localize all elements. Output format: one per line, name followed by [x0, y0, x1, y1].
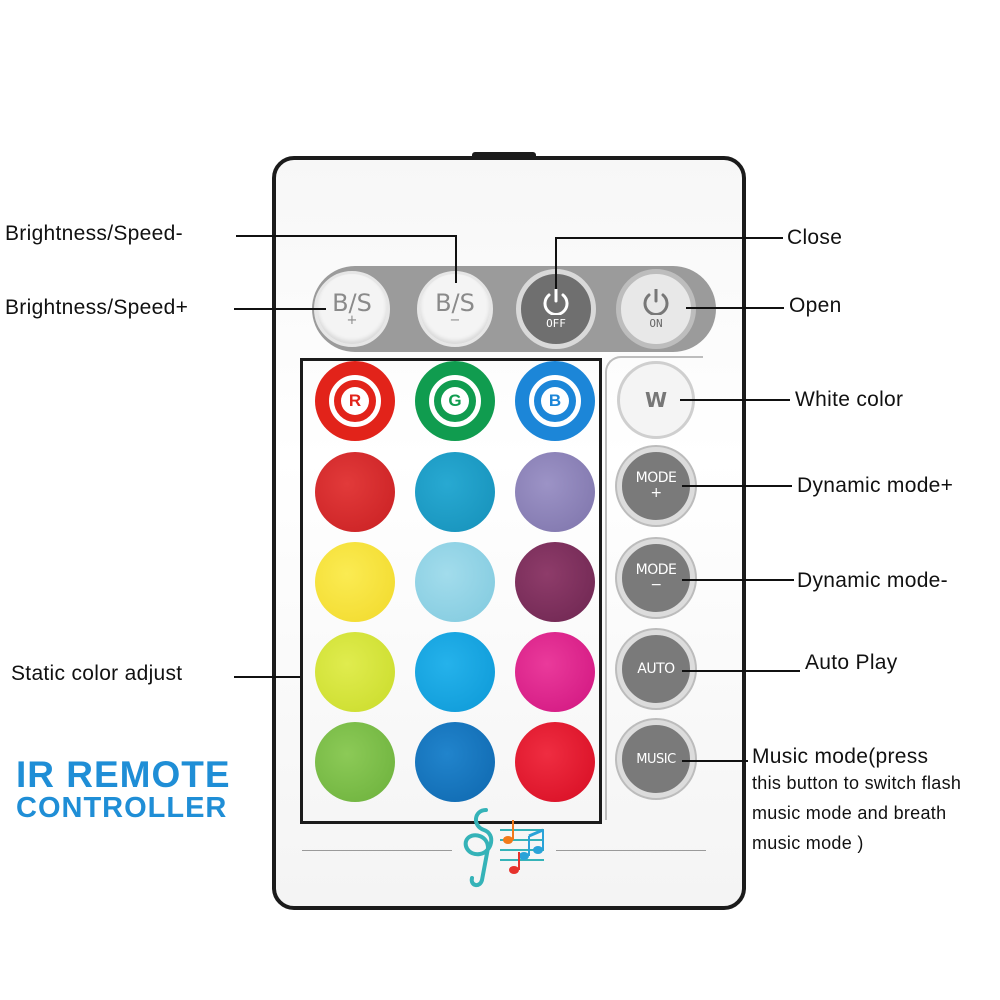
mode-minus-sign: − — [650, 577, 662, 593]
mode-plus-label: MODE — [635, 470, 677, 486]
bs-plus-label: B/S — [332, 289, 372, 317]
music-label: MUSIC — [636, 751, 676, 767]
brightness-speed-plus-button[interactable]: B/S + — [314, 271, 390, 347]
label-bs-minus: Brightness/Speed- — [5, 222, 183, 245]
label-music-3: music mode and breath — [752, 803, 947, 823]
label-bs-plus: Brightness/Speed+ — [5, 296, 189, 319]
callout-bs-minus-v — [455, 235, 457, 283]
green-button[interactable]: G — [415, 361, 495, 441]
color-button-teal[interactable] — [415, 452, 495, 532]
color-button-sky-blue[interactable] — [415, 632, 495, 712]
color-button-red[interactable] — [315, 452, 395, 532]
blue-label: B — [541, 387, 569, 415]
power-on-icon — [643, 288, 669, 315]
plus-sign: + — [346, 313, 358, 328]
label-white: White color — [795, 388, 904, 411]
color-button-yellow[interactable] — [315, 542, 395, 622]
label-static: Static color adjust — [11, 662, 183, 685]
label-music-4: music mode ) — [752, 833, 864, 853]
color-button-crimson[interactable] — [515, 722, 595, 802]
mode-plus-sign: + — [650, 485, 662, 501]
blue-button[interactable]: B — [515, 361, 595, 441]
bs-minus-label: B/S — [435, 289, 475, 317]
white-label: W — [644, 388, 668, 412]
color-button-magenta[interactable] — [515, 632, 595, 712]
power-off-icon — [543, 288, 569, 315]
callout-bs-plus-h — [234, 308, 326, 310]
label-open: Open — [789, 294, 842, 317]
callout-static-h — [234, 676, 300, 678]
color-button-lavender[interactable] — [515, 452, 595, 532]
callout-auto-h — [682, 670, 800, 672]
music-note-logo-icon — [463, 808, 544, 887]
red-button[interactable]: R — [315, 361, 395, 441]
color-button-plum[interactable] — [515, 542, 595, 622]
label-mode-plus: Dynamic mode+ — [797, 474, 954, 497]
color-button-lime[interactable] — [315, 632, 395, 712]
label-music-1: Music mode(press — [752, 745, 929, 768]
side-button-frame — [605, 356, 703, 820]
label-close: Close — [787, 226, 843, 249]
label-mode-minus: Dynamic mode- — [797, 569, 948, 592]
static-color-frame — [300, 358, 602, 824]
callout-close-v — [555, 237, 557, 289]
callout-white-h — [680, 399, 790, 401]
mode-minus-button[interactable]: MODE − — [617, 539, 695, 617]
green-label: G — [441, 387, 469, 415]
bottom-divider-right — [556, 850, 706, 851]
callout-open-h — [686, 307, 784, 309]
color-button-dark-blue[interactable] — [415, 722, 495, 802]
music-button[interactable]: MUSIC — [617, 720, 695, 798]
callout-close-h — [555, 237, 783, 239]
title-line-2: CONTROLLER — [16, 792, 228, 824]
red-label: R — [341, 387, 369, 415]
color-button-green[interactable] — [315, 722, 395, 802]
auto-button[interactable]: AUTO — [617, 630, 695, 708]
off-label: OFF — [546, 316, 566, 330]
auto-label: AUTO — [637, 660, 675, 677]
color-button-light-blue[interactable] — [415, 542, 495, 622]
on-label: ON — [649, 316, 663, 330]
mode-minus-label: MODE — [635, 562, 677, 578]
title-line-1: IR REMOTE — [16, 754, 231, 795]
callout-bs-minus-h — [236, 235, 456, 237]
callout-mode-minus-h — [682, 579, 794, 581]
minus-sign: − — [449, 313, 461, 328]
bottom-divider-left — [302, 850, 452, 851]
brightness-speed-minus-button[interactable]: B/S − — [417, 271, 493, 347]
on-button[interactable]: ON — [616, 269, 696, 349]
label-music-2: this button to switch flash — [752, 773, 962, 793]
label-auto: Auto Play — [805, 651, 898, 674]
callout-music-h — [682, 760, 748, 762]
callout-mode-plus-h — [682, 485, 792, 487]
